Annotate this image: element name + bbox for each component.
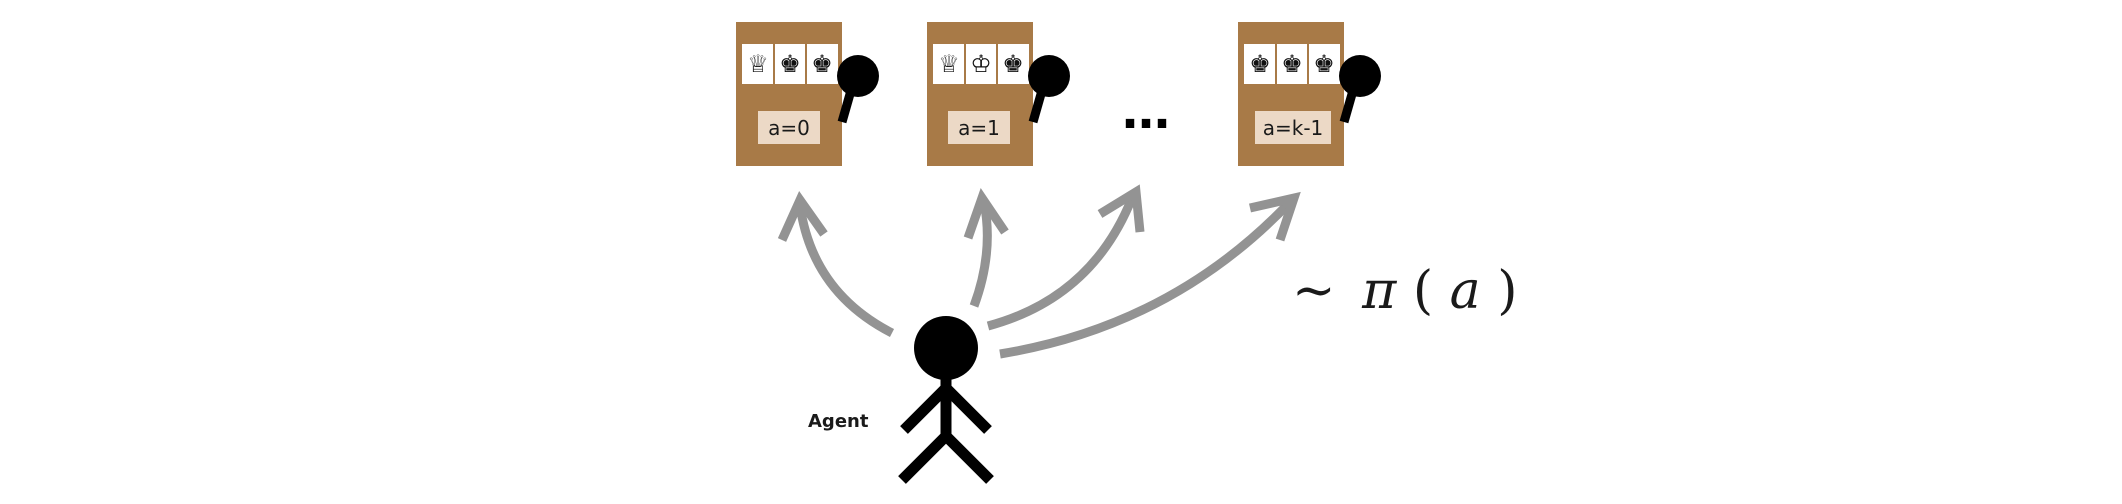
slot-machine-0: ♕ ♚ ♚ a=0: [736, 22, 879, 166]
reel-symbol: ♚: [1249, 50, 1271, 78]
slot-machine-1: ♕ ♔ ♚ a=1: [927, 22, 1070, 166]
arm-label-plate: [948, 111, 1010, 144]
lever-knob: [1028, 55, 1070, 97]
choice-arrows: [777, 184, 1301, 359]
agent-figure: [898, 316, 994, 484]
policy-open-paren: (: [1413, 261, 1433, 321]
policy-tilde: ~: [1292, 261, 1336, 321]
policy-pi: π: [1361, 261, 1397, 321]
arrow-to-machine-1: [963, 188, 1009, 308]
agent-arm-left: [900, 384, 950, 434]
reel-symbol: ♚: [811, 50, 833, 78]
arrow-to-machine-0: [777, 190, 895, 338]
reel-symbol: ♕: [938, 50, 960, 78]
agent-head: [914, 316, 978, 380]
reel-symbol: ♚: [1281, 50, 1303, 78]
lever-knob: [1339, 55, 1381, 97]
policy-arg: a: [1450, 261, 1481, 321]
arm-label: a=0: [768, 116, 810, 140]
arm-label-plate: [758, 111, 820, 144]
arrow-to-machine-2: [986, 184, 1145, 331]
agent-arm-right: [942, 384, 992, 434]
agent-leg-right: [942, 432, 994, 484]
arm-label: a=1: [958, 116, 1000, 140]
reel-symbol: ♔: [970, 50, 992, 78]
lever-knob: [837, 55, 879, 97]
machine-body: [1238, 22, 1344, 166]
reel-window: [1244, 44, 1340, 84]
machine-body: [927, 22, 1033, 166]
slot-machine-k-1: ♚ ♚ ♚ a=k-1: [1238, 22, 1381, 166]
arrow-to-machine-k-1: [999, 191, 1301, 359]
agent-label: Agent: [808, 411, 869, 432]
reel-symbol: ♚: [1002, 50, 1024, 78]
reel-symbol: ♚: [779, 50, 801, 78]
machine-body: [736, 22, 842, 166]
policy-close-paren: ): [1497, 261, 1517, 321]
ellipsis: …: [1122, 84, 1170, 140]
reel-window: [933, 44, 1029, 84]
arm-label: a=k-1: [1263, 116, 1324, 140]
reel-symbol: ♕: [747, 50, 769, 78]
policy-label: ~ π ( a ): [1292, 261, 1518, 321]
reel-symbol: ♚: [1313, 50, 1335, 78]
arm-label-plate: [1255, 111, 1331, 144]
agent-leg-left: [898, 432, 950, 484]
reel-window: [742, 44, 838, 84]
